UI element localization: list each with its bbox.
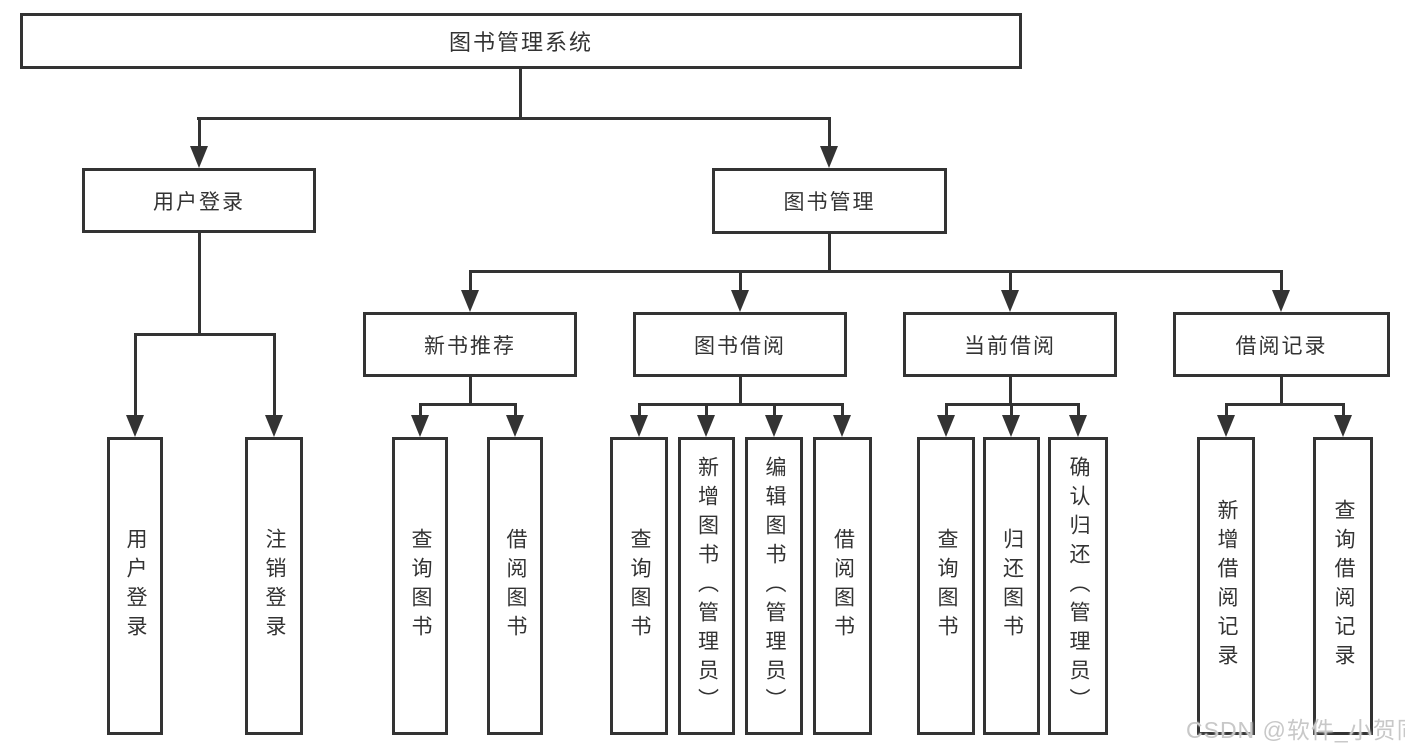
connector-line	[827, 117, 831, 150]
leaf-label: 查询图书	[935, 528, 958, 644]
connector-line	[1224, 403, 1345, 406]
connector-arrow	[126, 415, 144, 437]
connector-arrow	[1002, 415, 1020, 437]
connector-line	[772, 403, 776, 417]
connector-line	[468, 377, 472, 405]
csdn-watermark: CSDN @软件_小贺同学	[1186, 717, 1405, 743]
leaf-label: 归还图书	[1000, 528, 1024, 644]
connector-line	[513, 403, 517, 417]
connector-arrow	[937, 415, 955, 437]
connector-line	[738, 270, 742, 294]
leaf-label: 用户登录	[124, 528, 147, 644]
connector-line	[637, 403, 844, 406]
leaf-label: 查询图书	[628, 528, 651, 644]
connector-line	[133, 333, 276, 336]
connector-arrow	[1217, 415, 1235, 437]
leaf-add-books-admin: 新增图书（管理员）	[678, 437, 735, 735]
leaf-logout: 注销登录	[245, 437, 303, 735]
connector-line	[944, 403, 948, 417]
connector-line	[468, 270, 472, 294]
connector-line	[1076, 403, 1080, 417]
connector-line	[468, 270, 1283, 273]
connector-arrow	[731, 290, 749, 312]
connector-line	[272, 333, 276, 417]
leaf-label: 借阅图书	[504, 528, 527, 644]
connector-line	[197, 117, 201, 150]
connector-line	[519, 69, 522, 119]
node-book-borrowing: 图书借阅	[633, 312, 847, 377]
connector-arrow	[630, 415, 648, 437]
connector-arrow	[461, 290, 479, 312]
connector-line	[704, 403, 708, 417]
connector-arrow	[697, 415, 715, 437]
connector-arrow	[265, 415, 283, 437]
node-current-borrowing: 当前借阅	[903, 312, 1117, 377]
leaf-query-books-recommend: 查询图书	[392, 437, 448, 735]
connector-line	[1009, 403, 1013, 417]
leaf-label: 借阅图书	[831, 528, 855, 644]
connector-line	[418, 403, 422, 417]
connector-line	[1008, 377, 1012, 405]
connector-arrow	[1001, 290, 1019, 312]
leaf-borrow-books: 借阅图书	[813, 437, 872, 735]
leaf-label: 确认归还（管理员）	[1067, 455, 1090, 717]
leaf-label: 查询图书	[409, 528, 432, 644]
connector-arrow	[1272, 290, 1290, 312]
node-borrowing-records: 借阅记录	[1173, 312, 1390, 377]
node-root: 图书管理系统	[20, 13, 1022, 69]
connector-arrow	[765, 415, 783, 437]
leaf-user-login: 用户登录	[107, 437, 163, 735]
connector-line	[827, 234, 831, 272]
leaf-edit-books-admin: 编辑图书（管理员）	[745, 437, 803, 735]
connector-arrow	[820, 146, 838, 168]
connector-arrow	[506, 415, 524, 437]
connector-line	[1279, 377, 1283, 405]
leaf-label: 查询借阅记录	[1332, 499, 1355, 673]
connector-line	[1224, 403, 1228, 417]
connector-line	[637, 403, 641, 417]
leaf-query-borrow-record: 查询借阅记录	[1313, 437, 1373, 735]
connector-line	[197, 233, 201, 335]
leaf-label: 注销登录	[263, 528, 286, 644]
leaf-label: 新增图书（管理员）	[695, 455, 719, 717]
connector-line	[738, 377, 742, 405]
connector-line	[840, 403, 844, 417]
connector-line	[1279, 270, 1283, 294]
node-book-management: 图书管理	[712, 168, 947, 234]
connector-line	[1008, 270, 1012, 294]
node-new-book-recommend: 新书推荐	[363, 312, 577, 377]
leaf-query-books-borrow: 查询图书	[610, 437, 668, 735]
connector-line	[197, 117, 831, 120]
connector-line	[418, 403, 517, 406]
connector-arrow	[1069, 415, 1087, 437]
leaf-borrow-books-recommend: 借阅图书	[487, 437, 543, 735]
leaf-return-books: 归还图书	[983, 437, 1040, 735]
leaf-label: 编辑图书（管理员）	[763, 455, 786, 717]
connector-line	[133, 333, 137, 417]
connector-arrow	[190, 146, 208, 168]
connector-line	[1341, 403, 1345, 417]
connector-arrow	[411, 415, 429, 437]
leaf-confirm-return-admin: 确认归还（管理员）	[1048, 437, 1108, 735]
leaf-query-books-current: 查询图书	[917, 437, 975, 735]
leaf-add-borrow-record: 新增借阅记录	[1197, 437, 1255, 735]
connector-arrow	[833, 415, 851, 437]
leaf-label: 新增借阅记录	[1215, 499, 1238, 673]
connector-arrow	[1334, 415, 1352, 437]
node-user-login: 用户登录	[82, 168, 316, 233]
